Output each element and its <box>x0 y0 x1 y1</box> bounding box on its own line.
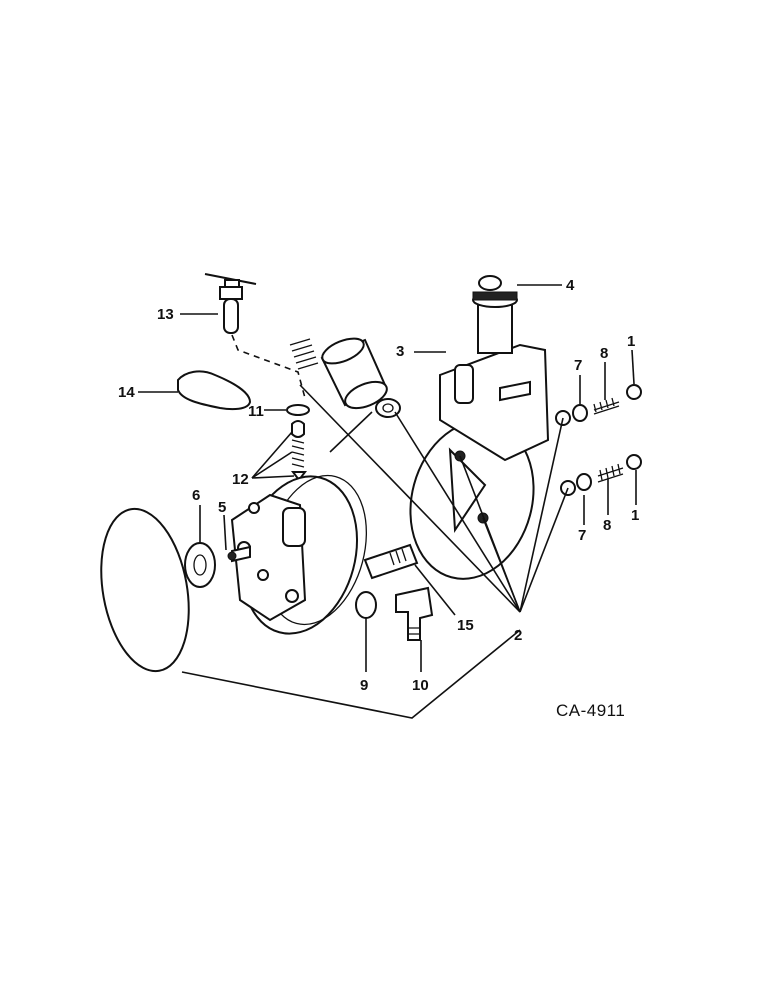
part-6-seal <box>184 542 216 588</box>
part-9-o-ring <box>355 591 377 619</box>
callout-4: 4 <box>566 277 575 294</box>
callout-15: 15 <box>457 617 474 634</box>
callout-8-upper: 8 <box>600 345 608 362</box>
callout-11: 11 <box>248 403 264 420</box>
callout-7-lower: 7 <box>578 527 586 544</box>
callout-10: 10 <box>412 677 429 694</box>
callout-3: 3 <box>396 343 404 360</box>
part-10-elbow-fitting <box>395 586 434 641</box>
callout-1-lower: 1 <box>631 507 639 524</box>
part-12-valve-parts <box>291 420 307 482</box>
part-5-pump-body <box>227 474 368 635</box>
callout-1-upper: 1 <box>627 333 635 350</box>
large-o-ring <box>100 507 190 673</box>
callout-2: 2 <box>514 627 522 644</box>
callout-9: 9 <box>360 677 368 694</box>
callout-5: 5 <box>218 499 226 516</box>
part-4-filler-cap <box>472 275 518 308</box>
part-13-dipstick-cap <box>204 273 257 334</box>
leader-lines <box>138 284 637 719</box>
callout-8-lower: 8 <box>603 517 611 534</box>
diagram-code: CA-4911 <box>556 701 625 720</box>
part-11-o-ring <box>286 404 310 416</box>
callout-12: 12 <box>232 471 249 488</box>
callout-7-upper: 7 <box>574 357 582 374</box>
callout-6: 6 <box>192 487 200 504</box>
callout-labels: 13 14 11 12 6 5 3 4 7 8 1 7 8 1 15 2 9 1… <box>118 277 639 694</box>
upper-fastener-stack <box>555 384 642 426</box>
filter-element <box>320 337 388 410</box>
part-15-fitting <box>363 543 419 580</box>
filter-washer <box>375 398 401 418</box>
lower-fastener-stack <box>560 454 642 496</box>
callout-13: 13 <box>157 306 174 323</box>
part-14-gasket <box>177 370 252 411</box>
filter-spring <box>289 338 319 370</box>
part-3-reservoir <box>409 304 550 580</box>
callout-14: 14 <box>118 384 135 401</box>
